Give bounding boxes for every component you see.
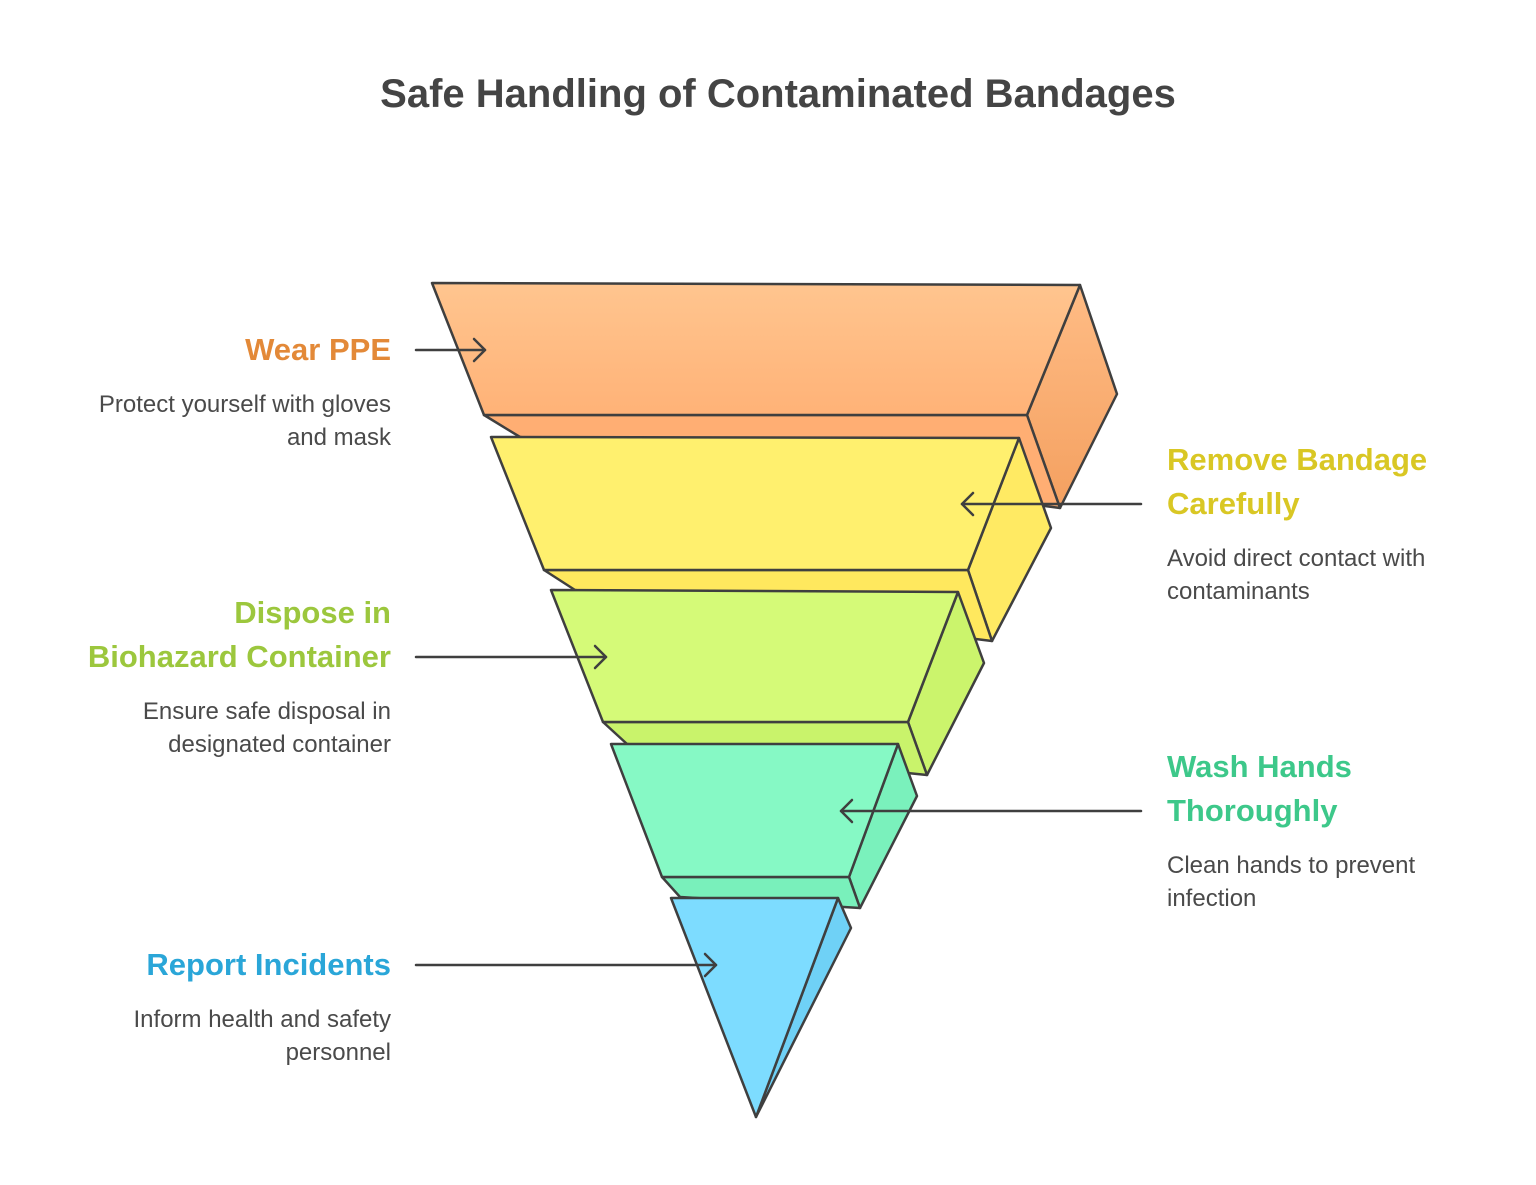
funnel-layer-report [669,896,853,1119]
arrow-wear-ppe [414,337,487,363]
diagram-title: Safe Handling of Contaminated Bandages [380,72,1176,116]
step-heading-line: Thoroughly [1167,793,1338,828]
step-heading: Report Incidents [146,947,391,982]
step-description-line: personnel [285,1039,391,1066]
step-dispose: Dispose in Biohazard Container Ensure sa… [88,591,391,761]
step-heading-line: Remove Bandage [1167,442,1428,477]
step-heading-line: Dispose in [234,595,391,630]
step-description-line: contaminants [1167,578,1310,605]
layer-front-face [609,742,900,879]
layer-front-face [549,588,960,724]
arrow-report [414,952,718,978]
step-description-line: designated container [168,731,391,758]
step-heading-line: Carefully [1167,486,1300,521]
layer-front-face [669,896,840,1119]
step-description-line: infection [1167,885,1257,912]
step-report: Report Incidents Inform health and safet… [134,943,391,1069]
step-description-line: and mask [286,424,391,451]
funnel-layer-wash-hands [609,742,919,910]
step-description-line: Clean hands to prevent [1167,852,1416,879]
step-description-line: Avoid direct contact with [1167,545,1426,572]
arrow-dispose [414,644,608,670]
step-wash-hands: Wash Hands Thoroughly Clean hands to pre… [1167,745,1415,915]
arrow-remove-bandage [960,491,1143,517]
step-heading-line: Biohazard Container [87,639,391,674]
step-description-line: Protect yourself with gloves [98,391,391,418]
layer-front-face [430,281,1082,417]
arrow-wash-hands [839,798,1143,824]
step-heading-line: Wash Hands [1167,749,1352,784]
step-heading: Wear PPE [245,332,391,367]
step-description-line: Inform health and safety [133,1006,391,1033]
step-description-line: Ensure safe disposal in [142,698,391,725]
step-wear-ppe: Wear PPE Protect yourself with gloves an… [99,328,391,454]
step-remove-bandage: Remove Bandage Carefully Avoid direct co… [1167,438,1427,608]
layer-front-face [489,435,1021,572]
